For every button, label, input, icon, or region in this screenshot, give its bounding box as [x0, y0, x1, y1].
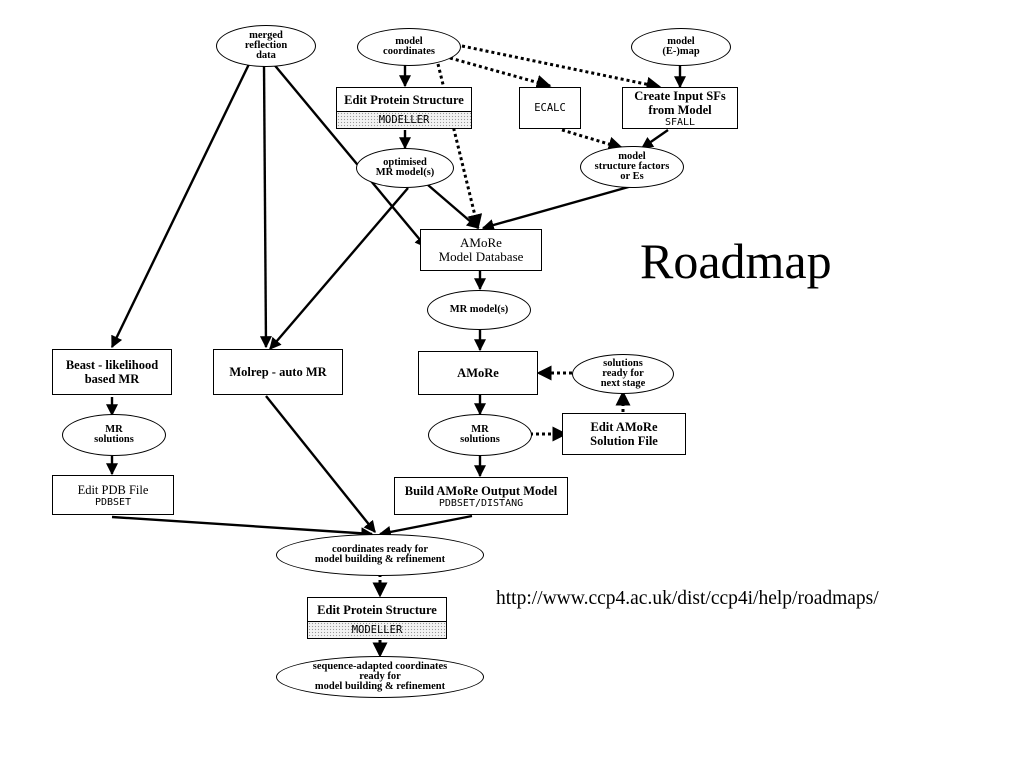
edge-modelcoords-to-createsfs — [461, 44, 662, 92]
edit-pdb-file-box: Edit PDB File PDBSET — [52, 475, 174, 515]
edge-modelsf-to-amoredb — [481, 184, 633, 231]
edge-molrep-to-coords — [265, 395, 376, 533]
edit-protein-structure-box-1: Edit Protein Structure MODELLER — [336, 87, 472, 129]
edge-modelcoords-to-ecalc — [449, 56, 552, 90]
edge-editpdb-to-coords — [111, 515, 374, 540]
mr-models-node: MR model(s) — [427, 290, 531, 330]
molrep-box: Molrep - auto MR — [213, 349, 343, 395]
beast-likelihood-box: Beast - likelihood based MR — [52, 349, 172, 395]
optimised-mr-model-node: optimised MR model(s) — [356, 148, 454, 188]
edge-merged-to-molrep — [259, 63, 272, 349]
edit-protein-structure-title-2: Edit Protein Structure — [317, 602, 437, 617]
edge-merged-to-beast — [110, 61, 252, 349]
modeller-tool-2: MODELLER — [308, 621, 446, 638]
edit-protein-structure-box-2: Edit Protein Structure MODELLER — [307, 597, 447, 639]
edit-amore-solution-file-box: Edit AMoRe Solution File — [562, 413, 686, 455]
coordinates-ready-node: coordinates ready for model building & r… — [276, 534, 484, 576]
modeller-tool-1: MODELLER — [337, 111, 471, 128]
roadmap-url: http://www.ccp4.ac.uk/dist/ccp4i/help/ro… — [496, 588, 879, 609]
model-structure-factors-node: model structure factors or Es — [580, 146, 684, 188]
merged-reflection-data-node: merged reflection data — [216, 25, 316, 67]
edge-optimised-to-amoredb — [427, 184, 479, 229]
edge-createsfs-to-modelsf — [641, 129, 669, 149]
amore-box: AMoRe — [418, 351, 538, 395]
roadmap-title: Roadmap — [640, 233, 832, 289]
edge-optimised-to-molrep — [269, 187, 409, 350]
create-input-sfs-box: Create Input SFs from Model SFALL — [622, 87, 738, 129]
edge-merged-to-amoredb — [271, 61, 427, 248]
model-e-map-node: model (E-)map — [631, 28, 731, 66]
edge-modelcoords-to-amoredb-dotted — [436, 63, 483, 230]
mr-solutions-mid-node: MR solutions — [428, 414, 532, 456]
mr-solutions-left-node: MR solutions — [62, 414, 166, 456]
ecalc-box: ECALC — [519, 87, 581, 129]
amore-model-database-box: AMoRe Model Database — [420, 229, 542, 271]
solutions-ready-node: solutions ready for next stage — [572, 354, 674, 394]
model-coordinates-node: model coordinates — [357, 28, 461, 66]
edge-ecalc-to-modelsf — [561, 128, 624, 152]
edit-protein-structure-title-1: Edit Protein Structure — [344, 92, 464, 107]
build-amore-output-model-box: Build AMoRe Output Model PDBSET/DISTANG — [394, 477, 568, 515]
edge-build-to-coords — [378, 514, 473, 538]
sequence-adapted-node: sequence-adapted coordinates ready for m… — [276, 656, 484, 698]
